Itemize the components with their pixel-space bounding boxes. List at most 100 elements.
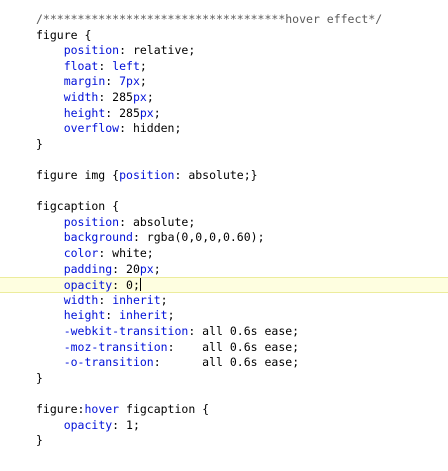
code-line-text: opacity: 1; (36, 418, 140, 434)
code-keyword: opacity (63, 278, 113, 293)
code-token (36, 106, 64, 120)
code-keyword: -o-transition (63, 355, 154, 370)
code-line-text: } (36, 137, 43, 153)
code-unit: 7px (119, 74, 140, 89)
code-line-text: figure img {position: absolute;} (36, 168, 258, 184)
code-line-text: height: inherit; (36, 308, 175, 324)
code-token (36, 278, 64, 292)
code-token: } (36, 370, 43, 385)
code-line[interactable]: height: 285px; (0, 106, 448, 122)
code-token: : white; (98, 246, 154, 260)
code-keyword: inherit (119, 308, 168, 323)
code-line[interactable]: /***********************************hove… (0, 12, 448, 28)
code-line[interactable]: float: left; (0, 59, 448, 75)
code-unit: px (139, 105, 154, 120)
code-token: : hidden; (119, 121, 182, 136)
code-line[interactable]: height: inherit; (0, 308, 448, 324)
code-token (36, 121, 64, 135)
code-token (36, 418, 64, 432)
code-keyword: left (112, 58, 140, 73)
code-line-text: position: relative; (36, 43, 196, 59)
code-line-text: figure:hover figcaption { (36, 402, 209, 418)
code-token: : (105, 308, 120, 323)
code-line[interactable]: } (0, 137, 448, 153)
code-line[interactable]: figure { (0, 28, 448, 44)
code-line[interactable]: position: absolute; (0, 215, 448, 231)
code-token: : 285 (105, 105, 140, 120)
code-token (36, 293, 64, 307)
code-line[interactable] (0, 386, 448, 402)
code-token (36, 246, 64, 260)
code-keyword: height (63, 308, 106, 323)
code-line[interactable]: margin: 7px; (0, 74, 448, 90)
code-token: ; (160, 292, 168, 307)
code-keyword: color (63, 246, 99, 260)
code-token: ; (153, 261, 161, 276)
code-line-text: opacity: 0; (36, 278, 141, 293)
code-line-text: -moz-transition: all 0.6s ease; (36, 340, 299, 356)
code-token (36, 59, 64, 73)
code-line[interactable]: -moz-transition: all 0.6s ease; (0, 340, 448, 356)
code-token: figcaption { (119, 402, 210, 416)
code-line[interactable]: width: 285px; (0, 90, 448, 106)
code-line[interactable]: } (0, 371, 448, 387)
code-keyword: position (63, 214, 120, 229)
code-token: : 20 (112, 261, 140, 276)
code-token: : absolute;} (174, 168, 258, 182)
code-line[interactable]: figure:hover figcaption { (0, 402, 448, 418)
code-token: : all 0.6s ease; (153, 355, 300, 370)
code-token: : relative; (119, 43, 196, 58)
code-token: : (98, 58, 113, 73)
code-line[interactable]: figcaption { (0, 199, 448, 215)
code-line-text: figcaption { (36, 199, 119, 215)
code-keyword: -webkit-transition (63, 324, 189, 338)
code-token: : all 0.6s ease; (167, 339, 300, 354)
code-line[interactable]: overflow: hidden; (0, 121, 448, 137)
code-line-text: height: 285px; (36, 106, 161, 122)
code-token: : 1; (112, 417, 140, 432)
code-keyword: -moz-transition (63, 339, 168, 354)
code-line-text: padding: 20px; (36, 262, 161, 278)
code-line[interactable]: opacity: 1; (0, 418, 448, 434)
code-keyword: height (63, 105, 106, 120)
code-token (36, 324, 64, 338)
code-line[interactable]: } (0, 433, 448, 449)
code-token (36, 90, 64, 104)
code-line-text: figure { (36, 28, 91, 44)
current-line[interactable]: opacity: 0; (0, 277, 448, 293)
code-line[interactable]: width: inherit; (0, 293, 448, 309)
code-token: : 285 (98, 90, 133, 104)
code-token (36, 215, 64, 229)
code-keyword: position (63, 43, 120, 58)
code-line-text: color: white; (36, 246, 154, 262)
code-keyword: float (63, 58, 99, 73)
code-token (36, 340, 64, 354)
code-line[interactable]: -o-transition: all 0.6s ease; (0, 355, 448, 371)
code-token: figcaption { (36, 199, 120, 214)
code-line[interactable]: padding: 20px; (0, 262, 448, 278)
code-line[interactable]: figure img {position: absolute;} (0, 168, 448, 184)
code-token: : rgba(0,0,0,0.60); (132, 230, 265, 245)
code-token (36, 355, 64, 369)
code-line[interactable]: color: white; (0, 246, 448, 262)
code-line[interactable]: -webkit-transition: all 0.6s ease; (0, 324, 448, 340)
code-line[interactable] (0, 184, 448, 200)
code-token (36, 308, 64, 322)
code-line[interactable] (0, 152, 448, 168)
code-token: } (36, 433, 43, 448)
code-token: ; (139, 58, 147, 73)
code-line-text: } (36, 371, 43, 387)
code-token: : 0; (112, 278, 140, 293)
code-token (36, 74, 64, 88)
code-line[interactable]: background: rgba(0,0,0,0.60); (0, 230, 448, 246)
code-token: ; (146, 90, 154, 104)
code-keyword: position (119, 168, 175, 182)
code-token (36, 43, 64, 57)
code-line-text: background: rgba(0,0,0,0.60); (36, 230, 265, 246)
code-line[interactable]: position: relative; (0, 43, 448, 59)
code-line-text: position: absolute; (36, 214, 196, 231)
code-token: figure: (36, 402, 85, 416)
code-token: figure { (36, 27, 92, 42)
code-line-text: -webkit-transition: all 0.6s ease; (36, 324, 299, 340)
